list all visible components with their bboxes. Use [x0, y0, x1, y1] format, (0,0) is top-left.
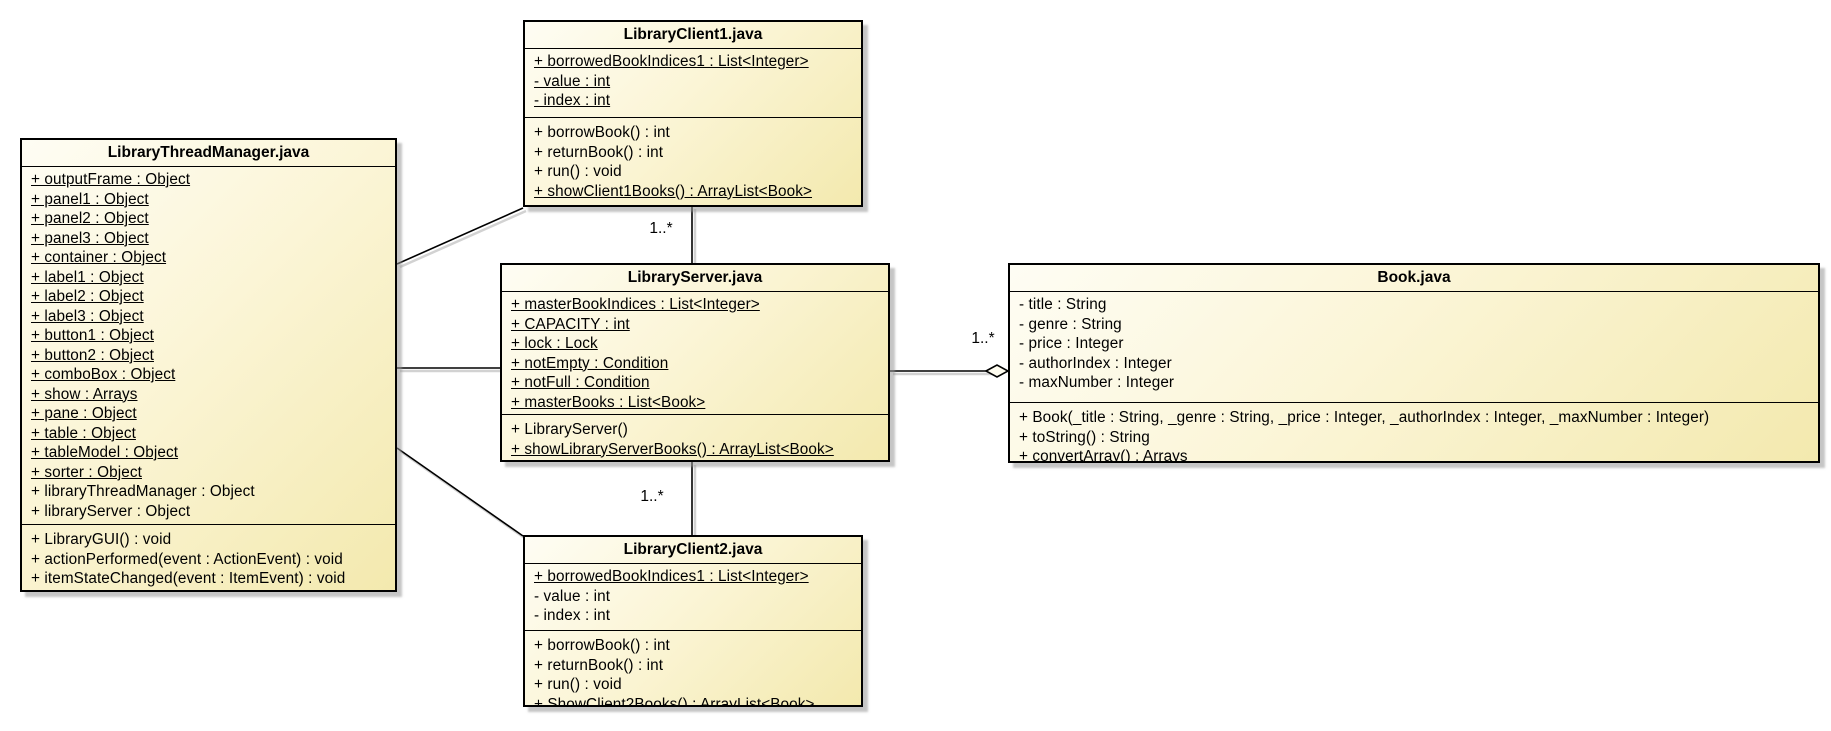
methods-section: + LibraryServer() + showLibraryServerBook…: [502, 414, 888, 460]
attribute-row: + panel2 : Object: [31, 210, 149, 227]
class-title: LibraryServer.java: [627, 269, 763, 286]
attribute-row: + label2 : Object: [31, 288, 144, 305]
attribute-row: + label3 : Object: [31, 307, 144, 325]
attribute-row: + button2 : Object: [31, 346, 154, 364]
attribute-row: - title : String: [1019, 296, 1107, 313]
method-row: + borrowBook() : int: [534, 124, 670, 141]
attribute-row: + panel1 : Object: [31, 190, 149, 208]
attribute-row: + pane : Object: [31, 405, 137, 422]
method-row: + Book(_title : String, _genre : String,…: [1019, 409, 1710, 426]
attribute-row: - index : int: [534, 607, 611, 624]
method-row: + LibraryServer(): [511, 421, 628, 438]
attribute-row: + borrowedBookIndices1 : List<Integer>: [534, 53, 809, 70]
attribute-row: - price : Integer: [1019, 335, 1124, 352]
method-row: + showLibraryServerBooks() : ArrayList<B…: [511, 440, 834, 458]
connector-threadmanager-client2[interactable]: [396, 447, 524, 537]
attribute-row: - genre : String: [1019, 315, 1122, 333]
attribute-row: + show : Arrays: [31, 385, 138, 403]
attribute-row: + masterBooks : List<Book>: [511, 393, 706, 411]
class-box-book[interactable]: Book.java - title : String - genre : Strin…: [1008, 263, 1820, 463]
method-row: + actionPerformed(event : ActionEvent) :…: [31, 550, 343, 568]
method-row: + ShowClient2Books() : ArrayList<Book>: [534, 695, 815, 706]
attribute-row: - value : int: [534, 587, 611, 605]
method-row: + returnBook() : int: [534, 143, 664, 161]
class-box-library-client2[interactable]: LibraryClient2.java + borrowedBookIndices…: [523, 535, 863, 707]
method-row: + borrowBook() : int: [534, 637, 670, 654]
attribute-row: + tableModel : Object: [31, 444, 179, 461]
attribute-row: + container : Object: [31, 249, 167, 266]
method-row: + convertArray() : Arrays: [1019, 448, 1188, 461]
multiplicity-label: 1..*: [649, 220, 673, 237]
attributes-section: - title : String - genre : String - price …: [1010, 291, 1818, 402]
attribute-row: + label1 : Object: [31, 268, 144, 286]
attribute-row: + notFull : Condition: [511, 374, 650, 391]
class-box-library-server[interactable]: LibraryServer.java + masterBookIndices : …: [500, 263, 890, 462]
class-title: LibraryClient2.java: [623, 541, 763, 558]
methods-section: + Book(_title : String, _genre : String,…: [1010, 402, 1818, 461]
connector-shadow: [399, 209, 527, 269]
attribute-row: + sorter : Object: [31, 463, 142, 481]
attribute-row: + button1 : Object: [31, 327, 154, 344]
attribute-row: + panel3 : Object: [31, 229, 149, 247]
attribute-row: - index : int: [534, 92, 611, 109]
method-row: + toString() : String: [1019, 428, 1150, 446]
attributes-section: + borrowedBookIndices1 : List<Integer> - …: [525, 563, 861, 630]
class-title: LibraryThreadManager.java: [107, 144, 310, 161]
attribute-row: + libraryThreadManager : Object: [31, 483, 255, 500]
attribute-row: + libraryServer : Object: [31, 502, 191, 520]
multiplicity-label: 1..*: [971, 330, 995, 347]
method-row: + returnBook() : int: [534, 656, 664, 674]
attribute-row: + table : Object: [31, 424, 136, 442]
class-box-library-thread-manager[interactable]: LibraryThreadManager.java + outputFrame :…: [20, 138, 397, 592]
attributes-section: + masterBookIndices : List<Integer> + CAP…: [502, 291, 888, 414]
attribute-row: - authorIndex : Integer: [1019, 354, 1172, 372]
multiplicity-label: 1..*: [640, 488, 664, 505]
methods-section: + LibraryGUI() : void + actionPerformed(e…: [22, 524, 395, 590]
attribute-row: + lock : Lock: [511, 335, 598, 352]
attribute-row: + outputFrame : Object: [31, 171, 191, 188]
class-title: LibraryClient1.java: [623, 26, 763, 43]
method-row: + showClient1Books() : ArrayList<Book>: [534, 182, 813, 200]
methods-section: + borrowBook() : int + returnBook() : int…: [525, 117, 861, 205]
class-box-library-client1[interactable]: LibraryClient1.java + borrowedBookIndices…: [523, 20, 863, 207]
attribute-row: + CAPACITY : int: [511, 315, 630, 333]
method-row: + run() : void: [534, 676, 622, 693]
attribute-row: + comboBox : Object: [31, 366, 176, 383]
method-row: + run() : void: [534, 163, 622, 180]
class-title: Book.java: [1377, 269, 1451, 286]
attribute-row: - maxNumber : Integer: [1019, 374, 1175, 391]
methods-section: + borrowBook() : int + returnBook() : int…: [525, 630, 861, 705]
method-row: + itemStateChanged(event : ItemEvent) : …: [31, 570, 346, 587]
connector-threadmanager-client1[interactable]: [396, 207, 524, 265]
attribute-row: + masterBookIndices : List<Integer>: [511, 296, 760, 313]
attribute-row: + notEmpty : Condition: [511, 354, 669, 372]
method-row: + LibraryGUI() : void: [31, 531, 172, 548]
attributes-section: + outputFrame : Object + panel1 : Object +…: [22, 166, 395, 524]
attribute-row: + borrowedBookIndices1 : List<Integer>: [534, 568, 809, 585]
attribute-row: - value : int: [534, 72, 611, 90]
attributes-section: + borrowedBookIndices1 : List<Integer> - …: [525, 48, 861, 117]
